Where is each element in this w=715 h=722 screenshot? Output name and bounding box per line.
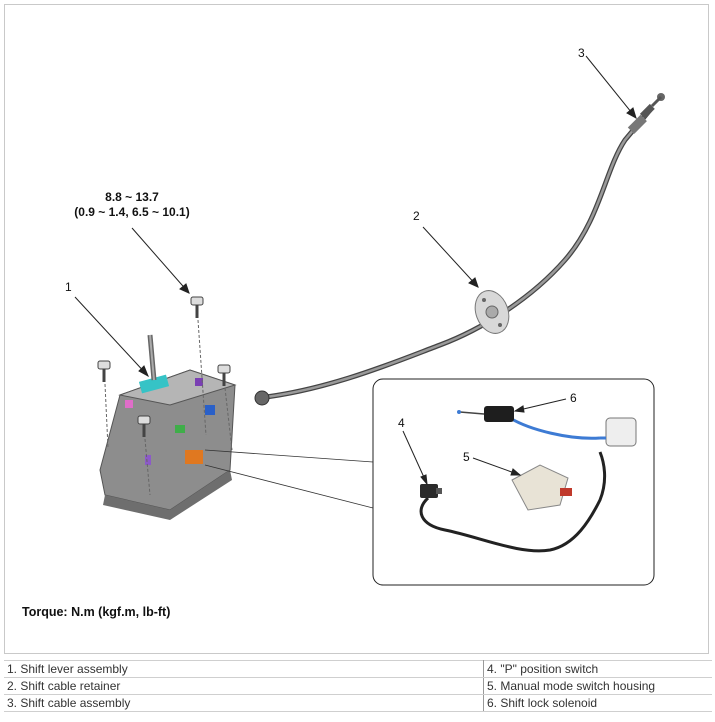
- connector: [600, 417, 637, 447]
- legend-item: 3. Shift cable assembly: [4, 694, 484, 712]
- legend-item: 6. Shift lock solenoid: [483, 694, 712, 712]
- bolt: [97, 360, 111, 449]
- mounting-bolts: [97, 296, 233, 496]
- callout-2: 2: [413, 209, 420, 223]
- bolt: [190, 296, 207, 436]
- shift-cable-retainer: [474, 290, 510, 334]
- legend-item: 2. Shift cable retainer: [4, 677, 484, 695]
- legend-item: 5. Manual mode switch housing: [483, 677, 712, 695]
- legend-row: 1. Shift lever assembly 4. "P" position …: [4, 660, 712, 678]
- shift-lever-assembly: [99, 334, 237, 520]
- manual-mode-switch-housing: [511, 464, 572, 511]
- callout-4: 4: [398, 416, 405, 430]
- torque-specification: 8.8 ~ 13.7 (0.9 ~ 1.4, 6.5 ~ 10.1): [62, 190, 202, 220]
- callout-5: 5: [463, 450, 470, 464]
- legend-row: 2. Shift cable retainer 5. Manual mode s…: [4, 677, 712, 695]
- shift-cable-assembly: [254, 93, 665, 406]
- callout-1: 1: [65, 280, 72, 294]
- zoom-connector: [204, 449, 374, 509]
- legend-item: 1. Shift lever assembly: [4, 660, 484, 678]
- shift-lock-solenoid: [457, 406, 514, 422]
- torque-value-alt-units: (0.9 ~ 1.4, 6.5 ~ 10.1): [74, 205, 190, 219]
- parts-legend-table: 1. Shift lever assembly 4. "P" position …: [4, 660, 712, 712]
- detail-inset: [372, 378, 655, 586]
- callout-leaders: [74, 55, 637, 378]
- torque-units-caption: Torque: N.m (kgf.m, lb-ft): [22, 605, 171, 619]
- diagram-frame: [4, 4, 709, 654]
- torque-value: 8.8 ~ 13.7: [105, 190, 159, 204]
- bolt: [137, 415, 151, 496]
- bolt: [217, 364, 233, 451]
- callout-3: 3: [578, 46, 585, 60]
- p-position-switch: [420, 484, 442, 498]
- callout-6: 6: [570, 391, 577, 405]
- legend-item: 4. "P" position switch: [483, 660, 712, 678]
- legend-row: 3. Shift cable assembly 6. Shift lock so…: [4, 694, 712, 712]
